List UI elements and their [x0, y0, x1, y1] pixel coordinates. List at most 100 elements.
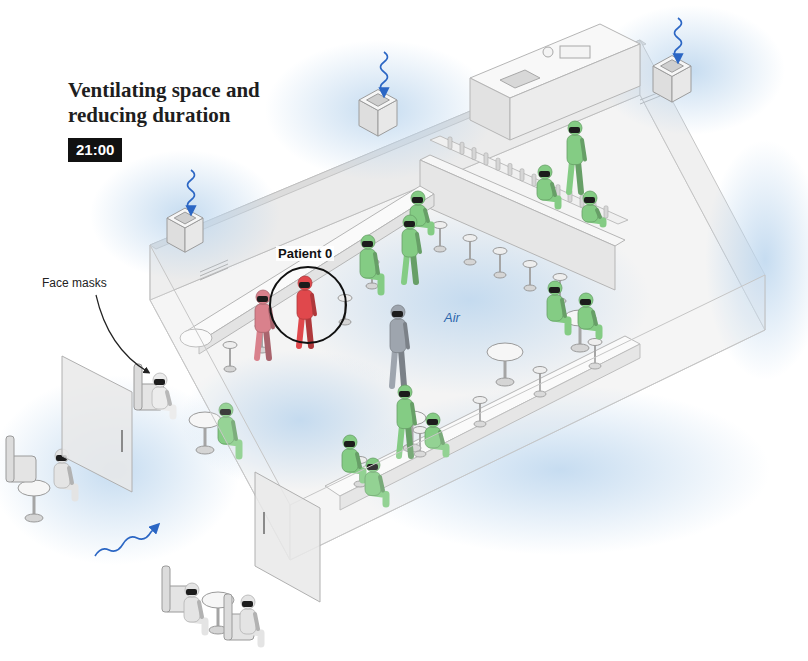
illustration-shape: [543, 47, 553, 57]
person-leg: [401, 350, 404, 386]
person-torso: [342, 449, 358, 472]
person-head: [256, 290, 270, 304]
armchair-back: [162, 566, 170, 612]
person-head: [298, 276, 312, 290]
face-mask: [344, 441, 355, 447]
face-mask: [412, 197, 423, 203]
stool-seat: [553, 274, 567, 281]
face-mask: [362, 241, 373, 247]
person-head: [185, 583, 199, 597]
face-mask: [257, 296, 268, 302]
illustration-shape: [653, 56, 691, 77]
illustration-shape: [560, 46, 590, 58]
bottle: [472, 148, 476, 160]
illustration-shape: [167, 208, 203, 228]
illustration-shape: [430, 136, 628, 224]
kitchen-counter: [470, 24, 640, 140]
person-leg: [578, 162, 581, 192]
stool-base: [464, 259, 476, 265]
person-arm: [597, 210, 600, 217]
front-door: [255, 472, 320, 602]
door-handle: [263, 512, 265, 534]
person-arm: [69, 468, 72, 483]
face-mask: [154, 379, 165, 385]
illustration-shape: [367, 94, 390, 107]
face-mask: [392, 311, 403, 317]
person-figure: [582, 191, 603, 224]
time-text: 21:00: [76, 141, 114, 159]
face-mask: [399, 391, 410, 397]
armchair-back: [6, 436, 14, 482]
bottle: [496, 158, 500, 170]
patient-ring: [270, 267, 346, 343]
airflow-arrow: [188, 170, 195, 212]
person-head: [343, 435, 357, 449]
person-head: [403, 215, 417, 229]
table-base: [571, 344, 589, 352]
person-head: [426, 413, 440, 427]
stool-base: [494, 272, 506, 278]
person-figure: [152, 373, 173, 416]
person-head: [398, 385, 412, 399]
person-figure: [402, 215, 420, 282]
illustration-shape: [359, 90, 397, 111]
door-handle: [121, 430, 123, 452]
person-leg: [413, 254, 416, 282]
person-head: [361, 235, 375, 249]
person-figure: [537, 165, 558, 206]
person-leg: [404, 254, 407, 282]
person-leg: [569, 162, 572, 192]
person-figure: [360, 235, 381, 292]
time-badge: 21:00: [68, 138, 122, 162]
illustration-shape: [661, 60, 684, 73]
person-head: [583, 191, 597, 205]
armchair-back: [224, 594, 232, 640]
front-glass-wall: [290, 275, 765, 560]
leader-arrow: [96, 295, 148, 372]
person-head: [579, 293, 593, 307]
illustration-shape: [90, 150, 280, 280]
bottle: [604, 206, 608, 218]
face-mask: [299, 282, 310, 288]
vents: [167, 18, 691, 252]
person-arm: [562, 300, 565, 316]
stool-seat: [533, 367, 547, 374]
diagram-title: Ventilating space and reducing duration: [68, 78, 303, 128]
person-torso: [582, 205, 598, 222]
person-arm: [255, 614, 258, 629]
airflow-arrow: [675, 18, 682, 60]
face-mask: [186, 589, 197, 595]
table-base: [196, 446, 214, 454]
face-mask: [584, 197, 595, 203]
stool-seat: [588, 339, 602, 346]
face-mask: [427, 419, 438, 425]
person-figure: [390, 305, 408, 386]
person-arm: [167, 392, 170, 404]
illustration-shape: [470, 78, 510, 140]
illustration-shape: [199, 194, 434, 354]
face-mask: [242, 601, 253, 607]
person-leg: [257, 329, 260, 358]
face-mask: [539, 171, 550, 177]
face-mask: [549, 287, 560, 293]
stool-seat: [493, 248, 507, 255]
person-figure: [297, 276, 315, 346]
person-torso: [537, 179, 553, 200]
callout-label: Patient 0: [276, 246, 334, 261]
person-leg: [308, 316, 311, 346]
person-figure: [547, 281, 568, 332]
table-base: [25, 514, 43, 522]
person-leg: [266, 329, 269, 358]
person-leg: [392, 350, 395, 386]
back-bar: [420, 136, 628, 290]
bottle: [460, 142, 464, 154]
person-arm: [199, 602, 202, 617]
table-top: [487, 343, 523, 361]
person-arm: [312, 295, 315, 314]
illustration-shape: [500, 70, 540, 88]
person-head: [241, 595, 255, 609]
person-figure: [240, 595, 261, 644]
person-arm: [412, 404, 415, 424]
airflow-arrow: [381, 52, 388, 94]
air-label: Air: [442, 310, 462, 325]
